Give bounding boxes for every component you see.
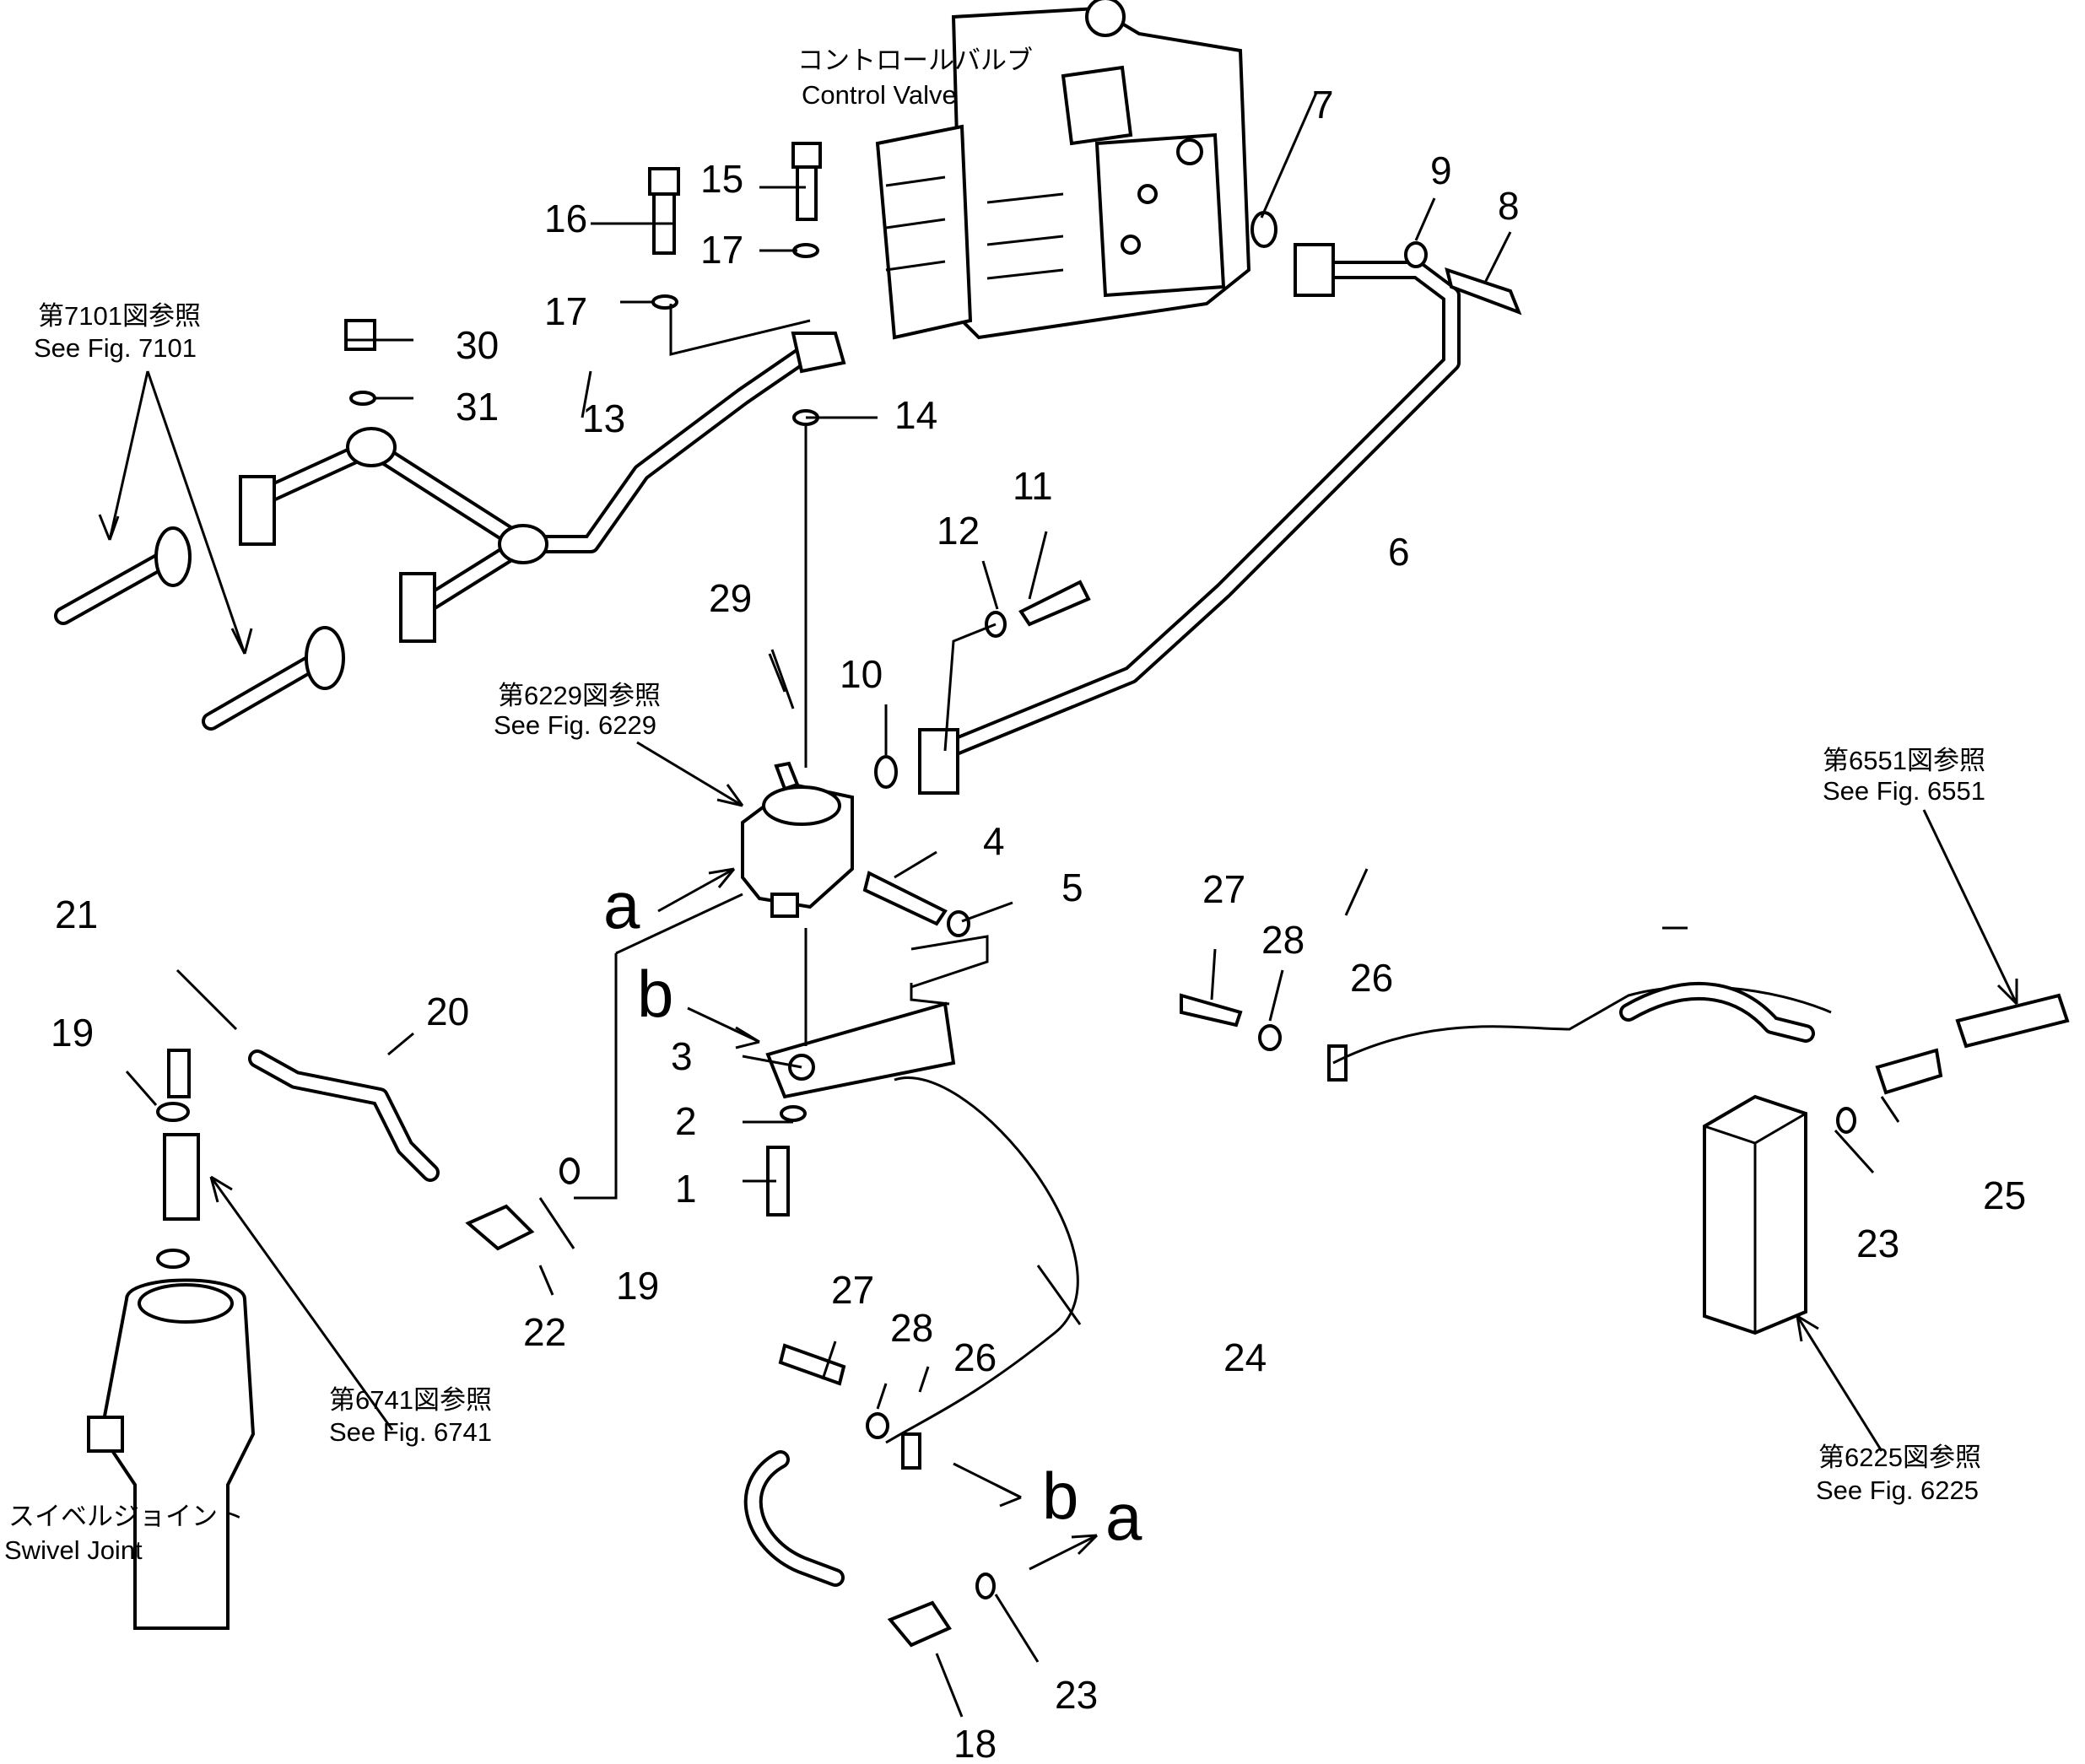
part-number-7: 7: [1312, 83, 1334, 127]
fig-6229-label: 第6229図参照 See Fig. 6229: [494, 681, 661, 740]
part-number-19-right: 19: [616, 1264, 659, 1308]
svg-text:コントロールバルブ: コントロールバルブ: [797, 46, 1033, 75]
part-number-16: 16: [544, 197, 587, 240]
fig-7101-label: 第7101図参照 See Fig. 7101: [34, 301, 201, 363]
tube-6-drawing: [918, 243, 1461, 795]
part-number-13: 13: [582, 396, 625, 440]
part-number-27-lower: 27: [831, 1268, 874, 1312]
svg-text:第6225図参照: 第6225図参照: [1818, 1443, 1981, 1472]
svg-text:第6551図参照: 第6551図参照: [1823, 746, 1985, 775]
svg-text:第6741図参照: 第6741図参照: [329, 1385, 492, 1415]
fig-6551-label: 第6551図参照 See Fig. 6551: [1823, 746, 1985, 806]
leader-lines: [125, 92, 1900, 1718]
part-number-23-lower: 23: [1055, 1673, 1098, 1717]
marker-b-lower: b: [1042, 1459, 1078, 1533]
part-number-22: 22: [523, 1310, 566, 1354]
svg-text:See Fig. 6229: See Fig. 6229: [494, 710, 656, 740]
marker-b-upper: b: [637, 957, 673, 1031]
hoses-drawing: [248, 982, 1832, 1587]
part-number-11: 11: [1013, 464, 1053, 508]
part-number-20: 20: [426, 990, 469, 1033]
control-valve-label: コントロールバルブ Control Valve: [797, 46, 1033, 110]
cylinder-pipes-drawing: [54, 526, 345, 731]
part-number-4: 4: [983, 819, 1005, 863]
svg-text:See Fig. 7101: See Fig. 7101: [34, 333, 197, 363]
part-number-27-upper: 27: [1202, 867, 1245, 911]
svg-text:Swivel Joint: Swivel Joint: [4, 1535, 143, 1565]
part-number-31: 31: [456, 385, 499, 429]
part-number-3: 3: [671, 1034, 693, 1078]
fig-6741-label: 第6741図参照 See Fig. 6741: [329, 1385, 492, 1447]
part-number-9: 9: [1430, 148, 1452, 192]
part-number-30: 30: [456, 323, 499, 367]
part-number-26-lower: 26: [953, 1335, 997, 1379]
part-number-17-left: 17: [544, 289, 587, 333]
part-number-24: 24: [1223, 1335, 1267, 1379]
swivel-joint-label: スイベルジョイント Swivel Joint: [4, 1502, 244, 1565]
part-number-12: 12: [937, 509, 980, 553]
fig-6225-label: 第6225図参照 See Fig. 6225: [1816, 1443, 1981, 1505]
part-number-1: 1: [675, 1167, 697, 1211]
part-number-26-upper: 26: [1350, 956, 1393, 1000]
part-number-29: 29: [709, 576, 752, 620]
part-number-2: 2: [675, 1099, 697, 1143]
svg-text:See Fig. 6225: See Fig. 6225: [1816, 1475, 1979, 1505]
part-callouts: 1 2 3 4 5 6 7 8 9 10 11 12 13 14 15 16 1…: [51, 83, 2026, 1764]
control-valve-drawing: [875, 0, 1251, 340]
tube-13-drawing: [239, 332, 846, 643]
valve-block-drawing: [741, 761, 956, 1099]
part-number-18: 18: [953, 1722, 997, 1764]
part-number-6: 6: [1388, 530, 1410, 574]
part-number-25: 25: [1983, 1173, 2026, 1217]
part-number-17-right: 17: [700, 228, 743, 272]
part-number-28-upper: 28: [1261, 918, 1304, 962]
fasteners-drawing: [156, 142, 2070, 1648]
svg-text:第6229図参照: 第6229図参照: [498, 681, 661, 710]
swivel-joint-drawing: [87, 1278, 256, 1630]
part-number-10: 10: [840, 652, 883, 696]
marker-a-lower: a: [1105, 1480, 1142, 1554]
svg-text:See Fig. 6551: See Fig. 6551: [1823, 776, 1985, 806]
part-number-5: 5: [1061, 866, 1083, 909]
block-6225-drawing: [1703, 1094, 1807, 1335]
part-number-23-right: 23: [1856, 1222, 1899, 1265]
part-number-19-left: 19: [51, 1011, 94, 1055]
svg-text:See Fig. 6741: See Fig. 6741: [329, 1417, 492, 1447]
part-number-14: 14: [894, 393, 937, 437]
part-number-8: 8: [1498, 184, 1520, 228]
reference-arrows: [98, 370, 2018, 1571]
svg-text:Control Valve: Control Valve: [802, 80, 957, 110]
svg-text:スイベルジョイント: スイベルジョイント: [8, 1502, 244, 1531]
part-number-28-lower: 28: [890, 1306, 933, 1350]
marker-a-upper: a: [603, 868, 640, 942]
svg-text:第7101図参照: 第7101図参照: [38, 301, 201, 331]
part-number-15: 15: [700, 157, 743, 201]
part-number-21: 21: [55, 893, 98, 936]
